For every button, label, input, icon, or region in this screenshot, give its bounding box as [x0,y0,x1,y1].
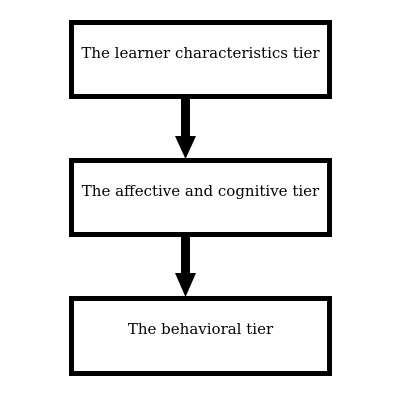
tier-label-behavioral: The behavioral tier [127,320,274,338]
tier-box-learner-characteristics: The learner characteristics tier [69,20,332,99]
arrowhead-icon [175,273,196,297]
tier-box-affective-cognitive: The affective and cognitive tier [69,158,332,237]
arrow-shaft [181,237,190,275]
tier-label-learner-characteristics: The learner characteristics tier [81,44,320,62]
arrow-shaft [181,99,190,138]
tier-label-affective-cognitive: The affective and cognitive tier [81,182,320,200]
arrowhead-icon [175,136,196,159]
tier-box-behavioral: The behavioral tier [69,296,332,376]
